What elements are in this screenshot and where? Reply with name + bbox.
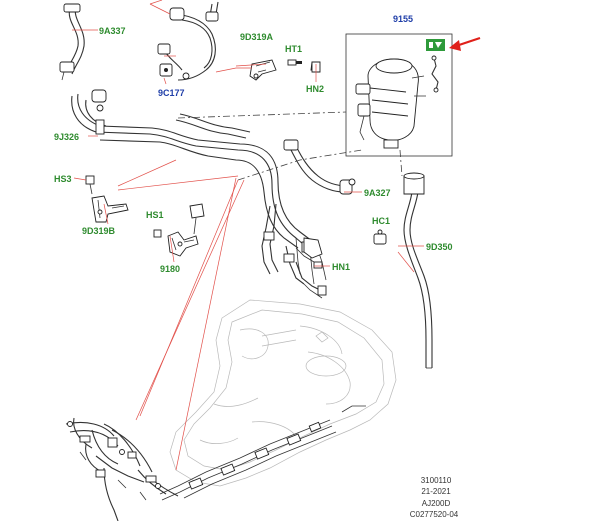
label-9d350: 9D350 <box>426 242 453 252</box>
bracket-hn1 <box>303 237 323 269</box>
label-9a327: 9A327 <box>364 188 391 198</box>
bracket-9180 <box>153 203 205 257</box>
filler-neck-9d350 <box>373 172 433 369</box>
label-hs1: HS1 <box>146 210 164 220</box>
main-pipe-run <box>71 89 327 299</box>
label-hs3: HS3 <box>54 174 72 184</box>
footer-line-2: 21-2021 <box>421 487 451 496</box>
bracket-9d319a <box>249 59 320 81</box>
fuel-tank <box>169 299 397 487</box>
hose-9a327 <box>283 139 356 195</box>
red-pointer-arrow-icon <box>449 36 481 51</box>
diagram-reference-codes: 3100110 21-2021 AJ200D C0277520-04 <box>410 476 459 519</box>
hose-top-centre <box>157 1 219 81</box>
canister-9155 <box>345 33 453 157</box>
footer-line-4: C0277520-04 <box>410 510 459 519</box>
callout-link-lines <box>177 111 403 181</box>
label-9d319a: 9D319A <box>240 32 274 42</box>
label-hn1: HN1 <box>332 262 350 272</box>
hose-9a337 <box>59 3 85 81</box>
highlight-badge-icon <box>426 39 445 51</box>
label-9a337: 9A337 <box>99 26 126 36</box>
leader-lines <box>72 0 424 471</box>
label-ht1: HT1 <box>285 44 302 54</box>
label-9c177: 9C177 <box>158 88 185 98</box>
footer-line-3: AJ200D <box>422 499 451 508</box>
part-labels: 9A337 9D319A HT1 9155 9C177 HN2 9J326 HS… <box>54 14 453 274</box>
bracket-9d319b <box>85 175 129 223</box>
label-hn2: HN2 <box>306 84 324 94</box>
label-hc1: HC1 <box>372 216 390 226</box>
footer-line-1: 3100110 <box>421 476 452 485</box>
lower-left-harness <box>65 417 179 521</box>
rear-pipe-bundle <box>159 405 366 501</box>
label-9155: 9155 <box>393 14 413 24</box>
label-9180: 9180 <box>160 264 180 274</box>
label-9j326: 9J326 <box>54 132 79 142</box>
label-9d319b: 9D319B <box>82 226 116 236</box>
